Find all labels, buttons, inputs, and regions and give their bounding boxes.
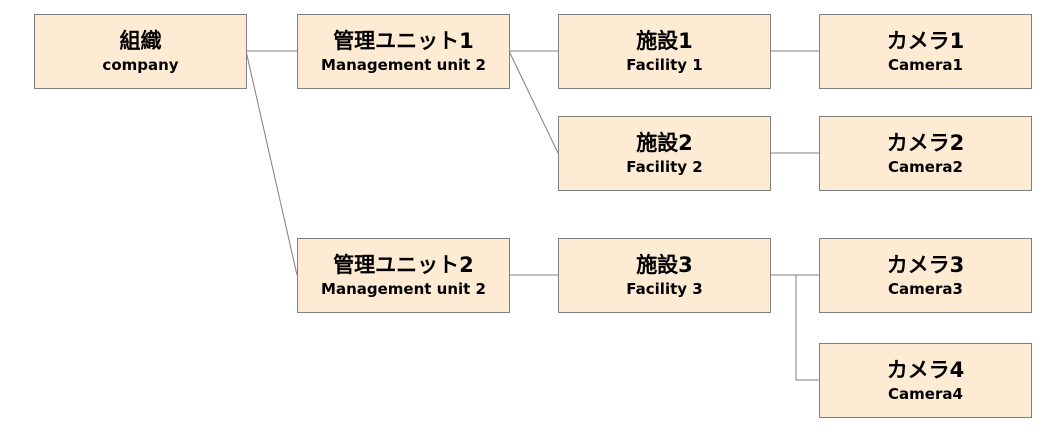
node-facility-3-primary: 施設3 (636, 253, 693, 277)
connector-company-unit2 (245, 50, 298, 276)
node-facility-3: 施設3 Facility 3 (558, 238, 771, 313)
node-management-unit-1: 管理ユニット1 Management unit 2 (297, 14, 510, 89)
node-camera-3: カメラ3 Camera3 (819, 238, 1032, 313)
node-facility-2-secondary: Facility 2 (626, 158, 703, 176)
node-facility-3-secondary: Facility 3 (626, 280, 703, 298)
node-facility-2: 施設2 Facility 2 (558, 116, 771, 191)
connector-unit1-facility2 (508, 50, 559, 154)
node-camera-1: カメラ1 Camera1 (819, 14, 1032, 89)
node-company-secondary: company (102, 56, 179, 74)
node-management-unit-2-primary: 管理ユニット2 (333, 253, 474, 277)
node-facility-2-primary: 施設2 (636, 131, 693, 155)
node-camera-4-secondary: Camera4 (888, 385, 963, 403)
node-management-unit-1-primary: 管理ユニット1 (333, 29, 474, 53)
node-camera-1-secondary: Camera1 (888, 56, 963, 74)
node-company-primary: 組織 (119, 29, 162, 53)
node-management-unit-1-secondary: Management unit 2 (321, 56, 486, 74)
node-company: 組織 company (34, 14, 247, 89)
node-camera-4-primary: カメラ4 (886, 358, 965, 382)
node-facility-1-primary: 施設1 (636, 29, 693, 53)
node-camera-1-primary: カメラ1 (886, 29, 965, 53)
node-facility-1: 施設1 Facility 1 (558, 14, 771, 89)
node-facility-1-secondary: Facility 1 (626, 56, 703, 74)
node-camera-2-primary: カメラ2 (886, 131, 965, 155)
node-management-unit-2: 管理ユニット2 Management unit 2 (297, 238, 510, 313)
node-camera-4: カメラ4 Camera4 (819, 343, 1032, 418)
node-management-unit-2-secondary: Management unit 2 (321, 280, 486, 298)
node-camera-2-secondary: Camera2 (888, 158, 963, 176)
node-camera-2: カメラ2 Camera2 (819, 116, 1032, 191)
node-camera-3-secondary: Camera3 (888, 280, 963, 298)
node-camera-3-primary: カメラ3 (886, 253, 965, 277)
connector-facility3-camera4 (795, 275, 819, 381)
